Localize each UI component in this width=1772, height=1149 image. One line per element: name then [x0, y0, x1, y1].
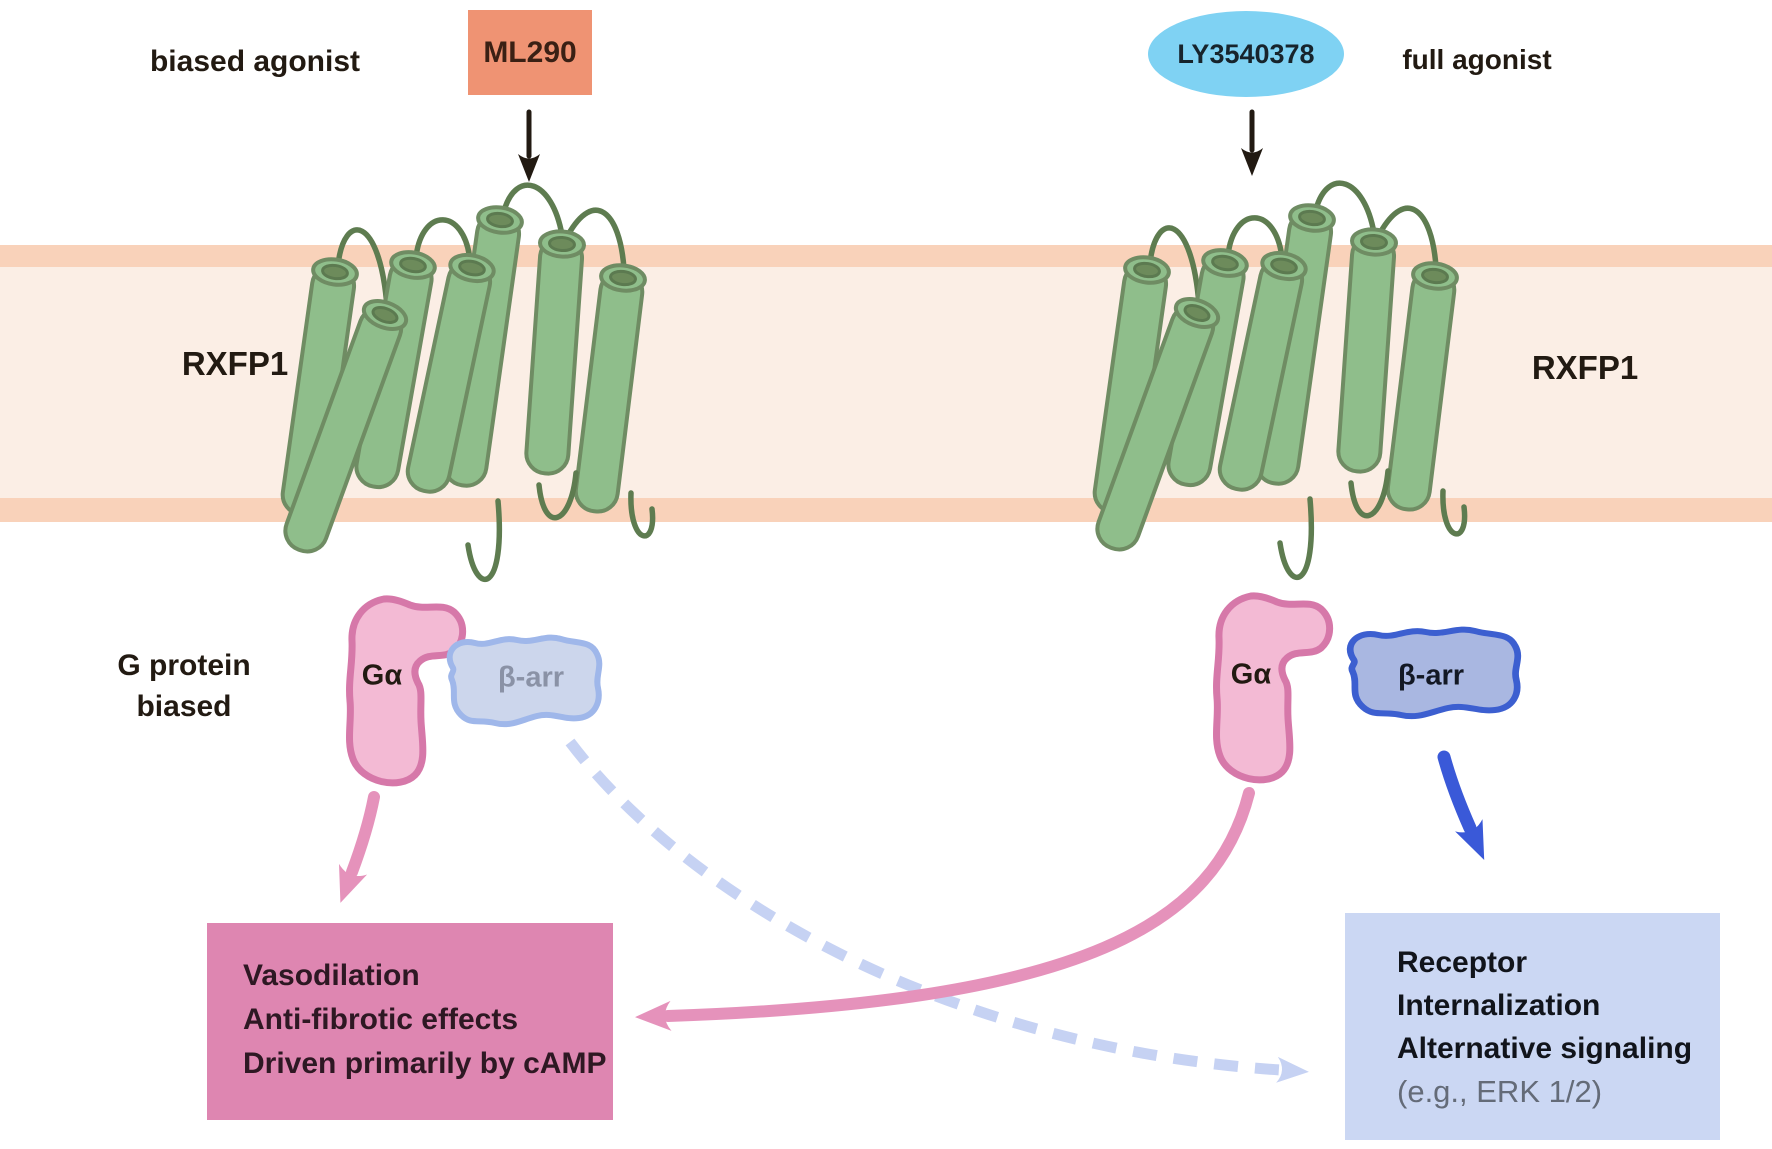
g-protein-biased-line2: biased [136, 690, 232, 723]
g-protein-biased-line1: G protein [117, 649, 251, 682]
beta-arrestin-left-label: β-arr [497, 661, 565, 694]
g-alpha-right-label: Gα [1230, 658, 1272, 691]
outcome-line: Receptor [1397, 946, 1528, 979]
beta-arrestin-right-label: β-arr [1397, 659, 1465, 692]
g-alpha-left-label: Gα [361, 659, 403, 692]
ligand-ly3540378-label: LY3540378 [1177, 38, 1315, 69]
outcome-note: (e.g., ERK 1/2) [1397, 1074, 1603, 1109]
biased-agonist-label: biased agonist [149, 45, 361, 78]
ligand-ml290-label: ML290 [483, 35, 577, 69]
outcome-line: Alternative signaling [1397, 1032, 1693, 1065]
g-alpha-right-curved-arrow [635, 787, 1255, 1031]
ligand-ml290: ML290 [468, 10, 592, 95]
beta-arrestin-left-blob [446, 634, 603, 728]
outcome-line: Driven primarily by cAMP [243, 1047, 607, 1080]
g-alpha-left-blob [346, 595, 467, 787]
beta-arr-dashed-arrow [565, 738, 1309, 1083]
beta-arrestin-right-blob [1346, 626, 1522, 720]
cell-membrane [0, 245, 1772, 522]
g-alpha-right-blob [1213, 592, 1334, 784]
g-protein-biased-label: G protein biased [117, 645, 250, 727]
ligand-ly3540378: LY3540378 [1148, 11, 1344, 97]
outcome-line: Anti-fibrotic effects [243, 1003, 519, 1036]
rxfp1-label-right: RXFP1 [1531, 349, 1639, 386]
g-protein-outcome-box: Vasodilation Anti-fibrotic effects Drive… [207, 923, 613, 1120]
beta-arr-right-arrow [1437, 750, 1485, 860]
beta-arrestin-outcome-box: Receptor Internalization Alternative sig… [1345, 913, 1720, 1140]
outcome-line: Internalization [1397, 989, 1601, 1022]
rxfp1-label-left: RXFP1 [181, 345, 289, 382]
g-alpha-left-arrow [339, 791, 380, 903]
full-agonist-label: full agonist [1402, 44, 1552, 75]
outcome-line: Vasodilation [243, 959, 420, 992]
